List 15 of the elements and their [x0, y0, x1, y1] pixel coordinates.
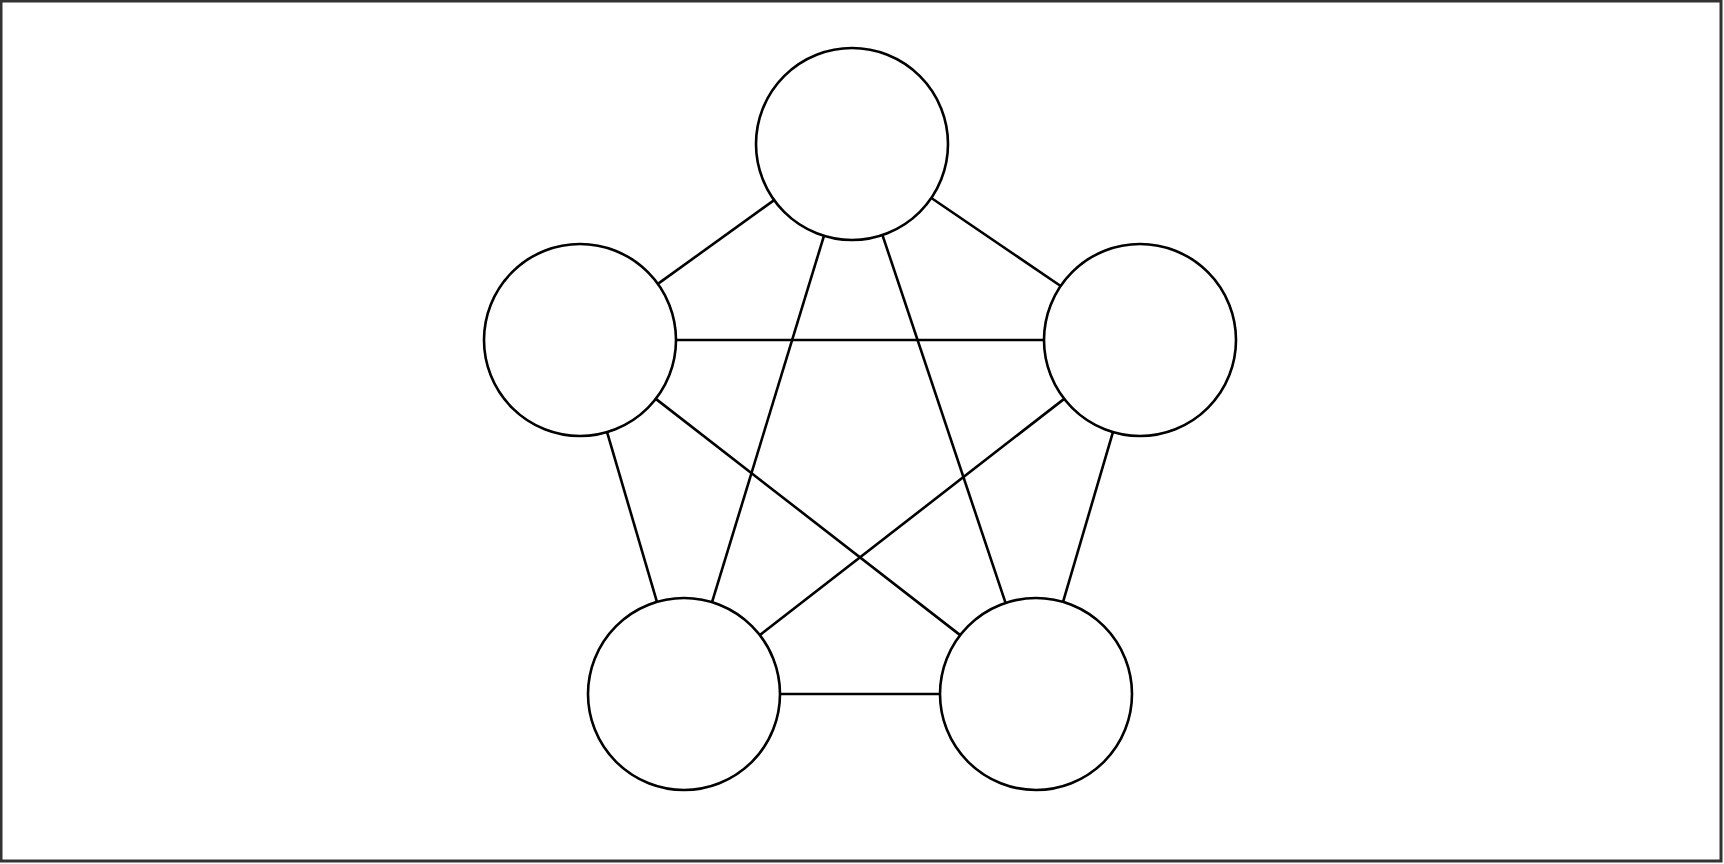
connector-line — [881, 234, 1007, 604]
graph-vertex-circle — [754, 46, 950, 242]
connector-line — [676, 338, 1044, 342]
graph-vertex-circle — [938, 596, 1134, 792]
graph-vertex-circle — [482, 242, 678, 438]
connector-line — [759, 397, 1065, 637]
connector-line — [657, 199, 775, 285]
connector-line — [780, 692, 940, 696]
graph-vertex-circle — [1042, 242, 1238, 438]
connector-line — [930, 196, 1062, 288]
connector-line — [1061, 431, 1115, 603]
graph-vertex-circle — [586, 596, 782, 792]
connector-line — [655, 397, 961, 637]
connector-line — [710, 235, 826, 603]
connector-line — [605, 431, 659, 603]
